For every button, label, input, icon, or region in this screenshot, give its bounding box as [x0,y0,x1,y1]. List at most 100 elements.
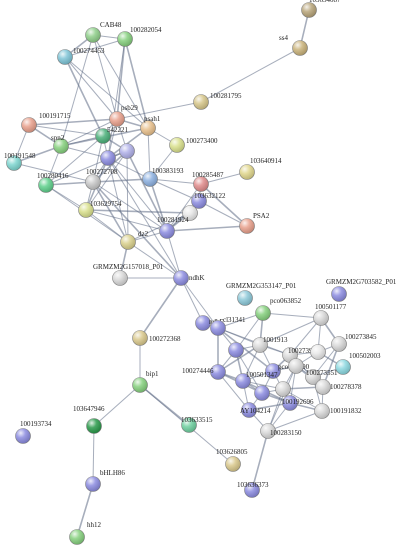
network-node[interactable]: ss4 [279,34,308,56]
network-node[interactable]: 100281924 [157,216,189,239]
node-shine [193,176,209,192]
edge [107,157,168,232]
network-node[interactable]: 100281795 [193,92,243,110]
node-label: 103640914 [250,157,282,165]
network-node[interactable]: 100191715 [21,112,72,133]
network-node[interactable] [182,205,198,221]
edge [217,327,274,372]
network-node[interactable]: 100192696 [282,395,314,411]
edge [259,317,322,346]
network-node[interactable]: 103629754 [78,200,123,218]
network-node[interactable]: cl31341 [210,316,247,336]
node-label: 100273986 [288,347,320,355]
node-label: 100273551 [306,369,338,377]
node-label: 100191832 [330,407,362,415]
network-node[interactable]: bHLH86 [85,469,126,492]
network-node[interactable]: 103654087 [301,0,342,18]
network-node[interactable]: 100193734 [15,420,53,444]
edge [166,225,248,232]
network-node[interactable]: 100272368 [132,330,182,346]
network-node[interactable]: ndhK [173,270,205,286]
network-node[interactable]: hh12 [69,521,102,545]
network-node[interactable]: 100285487 [192,171,224,192]
network-node[interactable]: 100283150 [260,423,303,439]
node-shine [193,94,209,110]
network-node[interactable]: 100282054 [117,26,163,47]
network-node[interactable]: GRMZM2G157018_P01 [93,263,164,286]
edge [64,56,104,137]
network-node[interactable]: GRMZM2G353147_P01 [226,282,297,306]
edge [60,34,94,147]
network-node[interactable] [254,385,270,401]
node-shine [100,150,116,166]
network-node[interactable]: 100273845 [331,333,378,352]
network-node[interactable] [228,342,244,358]
network-node[interactable]: 103647946 [73,405,105,434]
edge [93,384,141,427]
network-node[interactable]: 100274453 [57,47,106,65]
edge [262,312,322,319]
network-node[interactable]: 542221 [95,126,129,144]
node-shine [142,171,158,187]
edge [127,212,191,243]
node-label: 100283150 [270,429,302,437]
network-node[interactable]: 100501177 [313,303,347,326]
network-node[interactable] [310,344,326,360]
node-shine [85,174,101,190]
edge [92,181,168,232]
network-node[interactable]: 100273400 [169,137,219,153]
network-node[interactable]: 100278378 [315,379,363,395]
node-shine [235,373,251,389]
network-node[interactable]: 100274446 [182,364,226,380]
edge [200,171,248,185]
network-node[interactable] [288,358,304,374]
network-node[interactable]: 100501347 [235,371,279,389]
edge [28,118,118,126]
network-node[interactable]: 1001913 [252,336,289,353]
node-label: 100272368 [149,335,181,343]
node-shine [86,418,102,434]
network-node[interactable]: psah1 [140,115,161,136]
network-node[interactable]: bip1 [132,370,159,393]
node-shine [301,2,317,18]
edge [64,56,149,129]
network-node[interactable]: 100191548 [4,152,36,171]
node-label: 100280416 [37,172,69,180]
network-node[interactable]: 103640914 [239,157,283,180]
edge [116,101,202,120]
network-node[interactable] [100,150,116,166]
node-shine [310,344,326,360]
node-label: 100272708 [86,168,118,176]
node-shine [109,111,125,127]
network-node[interactable]: GRMZM2G703582_P01 [326,278,397,302]
node-shine [140,120,156,136]
node-shine [314,403,330,419]
network-node[interactable]: CAB48 [85,21,122,43]
node-shine [254,385,270,401]
edge [107,127,149,159]
network-node[interactable]: pco063852 [255,297,302,321]
network-node[interactable] [119,143,135,159]
network-node[interactable]: spn2 [51,134,69,154]
network-node[interactable] [275,381,291,397]
network-node[interactable]: 100383193 [142,167,185,187]
network-node[interactable]: dz2 [120,230,149,250]
network-node[interactable]: 100280416 [37,172,69,193]
network-node[interactable]: psb29 [109,104,139,127]
network-node[interactable]: 103633515 [181,416,213,433]
network-node[interactable]: AY104214 [240,402,271,418]
network-node[interactable]: PSA2 [239,212,270,234]
network-node[interactable]: 103626805 [216,448,248,472]
network-node[interactable]: 100273551 [305,369,339,385]
network-node[interactable]: 103632122 [191,192,227,209]
node-shine [132,330,148,346]
network-node[interactable]: 100191832 [314,403,363,419]
edge [92,425,95,485]
network-node[interactable]: 103636373 [237,481,269,498]
node-label: AY104214 [240,407,271,415]
network-node[interactable]: 100272708 [85,168,119,190]
node-shine [275,381,291,397]
network-node[interactable]: 100502003 [335,352,382,375]
node-shine [182,205,198,221]
node-shine [244,482,260,498]
